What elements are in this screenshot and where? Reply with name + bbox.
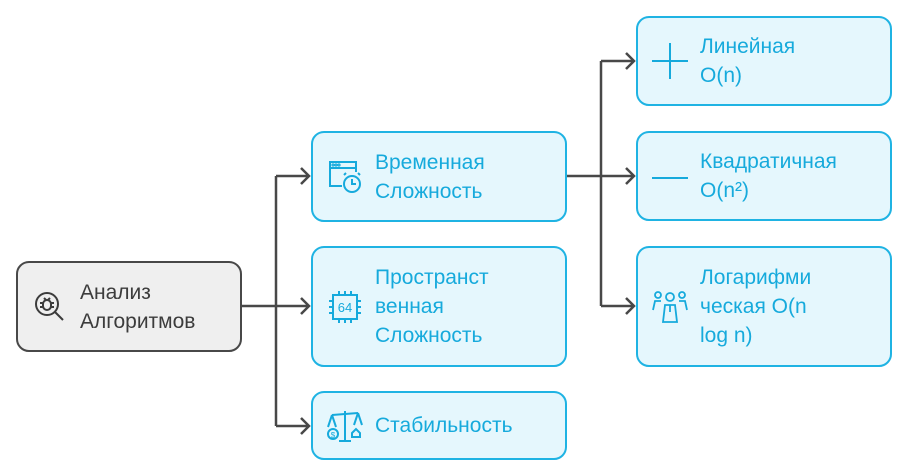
label-line: Квадратичная [700, 150, 837, 173]
connector-to-linear [601, 52, 636, 70]
label-line: венная [375, 295, 444, 318]
node-linear[interactable]: Линейная O(n) [636, 16, 892, 106]
root-label: Анализ Алгоритмов [80, 278, 195, 336]
space-complexity-label: Пространст венная Сложность [375, 263, 489, 350]
label-line: Стабильность [375, 414, 513, 437]
connector-to-stability [276, 417, 311, 435]
label-line: Алгоритмов [80, 309, 196, 333]
connector-to-log [601, 297, 636, 315]
people-group-icon [650, 287, 690, 327]
node-quadratic[interactable]: Квадратичная O(n²) [636, 131, 892, 221]
label-line: O(n) [700, 64, 742, 87]
label-line: Логарифми [700, 266, 812, 289]
time-complexity-label: Временная Сложность [375, 148, 485, 206]
label-line: Линейная [700, 35, 796, 58]
quadratic-label: Квадратичная O(n²) [700, 147, 837, 205]
connector-time-trunk [566, 61, 603, 306]
bug-search-icon [30, 287, 70, 327]
node-stability[interactable]: $ Стабильность [311, 391, 567, 460]
connector-root-trunk [241, 176, 278, 426]
minus-icon [650, 156, 690, 196]
balance-scale-icon: $ [325, 406, 365, 446]
label-line: Временная [375, 150, 485, 174]
connector-to-quadratic [601, 167, 636, 185]
svg-text:$: $ [331, 431, 336, 440]
label-line: Пространст [375, 266, 489, 289]
chip-64-icon: 64 [325, 287, 365, 327]
linear-label: Линейная O(n) [700, 32, 795, 90]
node-time-complexity[interactable]: Временная Сложность [311, 131, 567, 222]
label-line: Сложность [375, 179, 483, 203]
stability-label: Стабильность [375, 411, 513, 440]
node-logarithmic[interactable]: Логарифми ческая O(n log n) [636, 246, 892, 367]
logarithmic-label: Логарифми ческая O(n log n) [700, 263, 811, 350]
label-line: O(n²) [700, 179, 749, 202]
plus-icon [650, 41, 690, 81]
connector-to-time [276, 167, 311, 185]
root-node-algorithm-analysis[interactable]: Анализ Алгоритмов [16, 261, 242, 352]
browser-alarm-clock-icon [325, 157, 365, 197]
node-space-complexity[interactable]: 64 Пространст венная Сложность [311, 246, 567, 367]
label-line: Анализ [80, 280, 151, 304]
connector-to-space [276, 297, 311, 315]
svg-text:64: 64 [338, 300, 352, 315]
label-line: ческая O(n [700, 295, 807, 318]
label-line: Сложность [375, 324, 483, 347]
label-line: log n) [700, 324, 753, 347]
